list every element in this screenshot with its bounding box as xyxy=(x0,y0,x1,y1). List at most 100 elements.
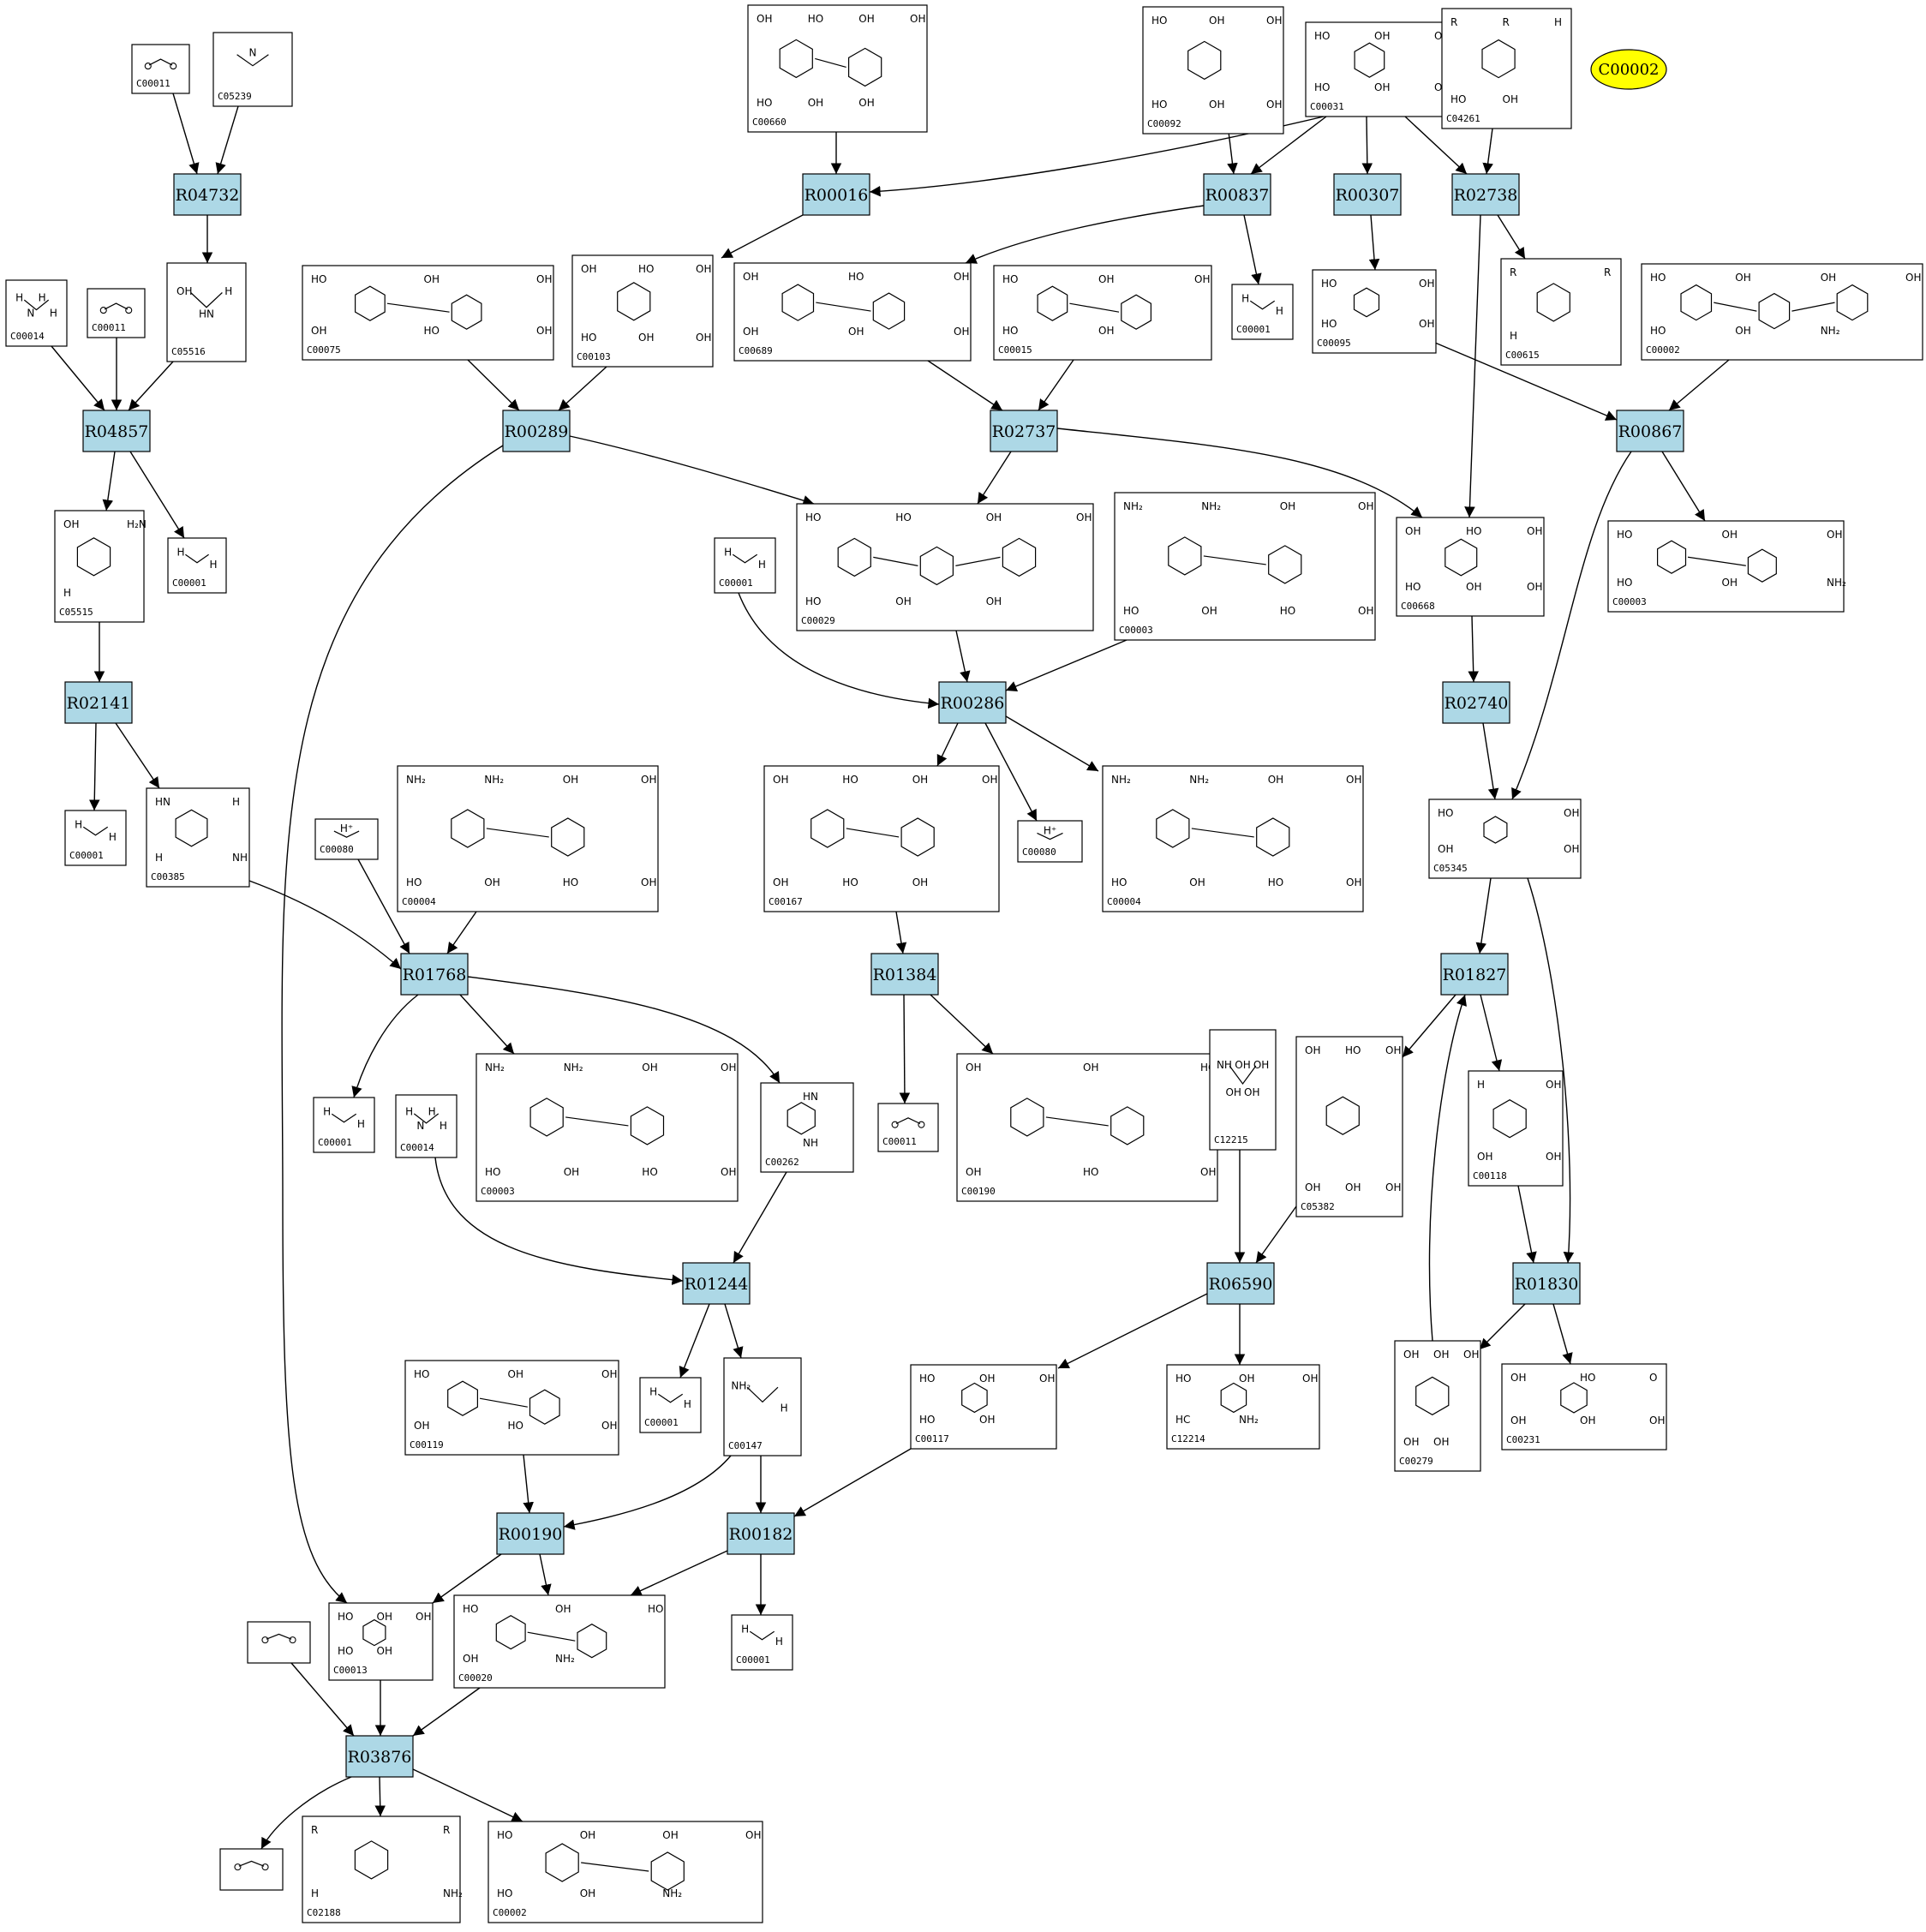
reaction-node-r00867[interactable]: R00867 xyxy=(1616,410,1684,452)
reaction-node-r02141[interactable]: R02141 xyxy=(64,681,133,724)
reaction-node-r02737[interactable]: R02737 xyxy=(990,410,1058,452)
reaction-node-r00837[interactable]: R00837 xyxy=(1203,173,1271,216)
reaction-node-r00289[interactable]: R00289 xyxy=(502,410,571,452)
compound-node-c00031[interactable]: HOOHOHHOOHOHC00031 xyxy=(1305,21,1452,117)
reaction-node-r04857[interactable]: R04857 xyxy=(82,410,151,452)
highlight-compound-node[interactable]: C00002 xyxy=(1590,49,1667,90)
atom-label: N xyxy=(27,307,34,319)
atom-label: OH xyxy=(377,1645,392,1657)
reaction-node-r00307[interactable]: R00307 xyxy=(1333,173,1402,216)
atom-label: OH xyxy=(1268,774,1283,786)
compound-node-c00011[interactable]: C00011 xyxy=(131,44,190,94)
compound-node-unlabeled[interactable] xyxy=(219,1848,284,1891)
compound-node-unlabeled[interactable] xyxy=(247,1621,311,1664)
atom-label: HO xyxy=(638,263,654,275)
reaction-node-r01830[interactable]: R01830 xyxy=(1512,1262,1581,1305)
reaction-node-r01384[interactable]: R01384 xyxy=(870,953,939,996)
edge-R01244-n44 xyxy=(724,1303,744,1359)
reaction-node-r01827[interactable]: R01827 xyxy=(1440,953,1509,996)
compound-node-c00011[interactable]: C00011 xyxy=(87,288,146,338)
compound-frame xyxy=(733,262,972,362)
edge-n09-R04857 xyxy=(128,361,174,411)
reaction-node-r02740[interactable]: R02740 xyxy=(1442,681,1510,724)
reaction-node-r00182[interactable]: R00182 xyxy=(727,1512,795,1555)
atom-label: OH xyxy=(910,13,925,25)
compound-node-c00080[interactable]: H⁺C00080 xyxy=(314,818,379,860)
reaction-node-r01768[interactable]: R01768 xyxy=(400,953,469,996)
edge-R01830-n47 xyxy=(1479,1303,1526,1350)
reaction-node-r02738[interactable]: R02738 xyxy=(1451,173,1520,216)
atom-label: H xyxy=(75,818,82,830)
reaction-node-r00016[interactable]: R00016 xyxy=(802,173,870,216)
compound-id: C00080 xyxy=(320,844,354,855)
reaction-label: R00286 xyxy=(941,694,1005,713)
reaction-node-r03876[interactable]: R03876 xyxy=(345,1735,414,1778)
atom-label: OH xyxy=(1405,525,1421,537)
compound-node-c00011[interactable]: C00011 xyxy=(877,1103,939,1152)
atom-label: OH xyxy=(1374,81,1390,93)
atom-label: HO xyxy=(919,1373,935,1385)
reaction-node-r04732[interactable]: R04732 xyxy=(173,173,242,216)
compound-node-c00080[interactable]: H⁺C00080 xyxy=(1017,820,1083,863)
reaction-node-r00286[interactable]: R00286 xyxy=(938,681,1007,724)
compound-id: C00190 xyxy=(961,1186,996,1197)
edge-n40-R06590 xyxy=(1255,1205,1297,1264)
reaction-node-r00190[interactable]: R00190 xyxy=(496,1512,565,1555)
compound-frame xyxy=(87,288,146,338)
atom-label: OH xyxy=(601,1368,617,1380)
atom-label: H xyxy=(311,1887,319,1899)
edge-n17-R00867 xyxy=(1668,359,1730,411)
atom-label: OH xyxy=(1527,581,1542,593)
reaction-node-r01244[interactable]: R01244 xyxy=(682,1262,751,1305)
reaction-node-r06590[interactable]: R06590 xyxy=(1206,1262,1275,1305)
